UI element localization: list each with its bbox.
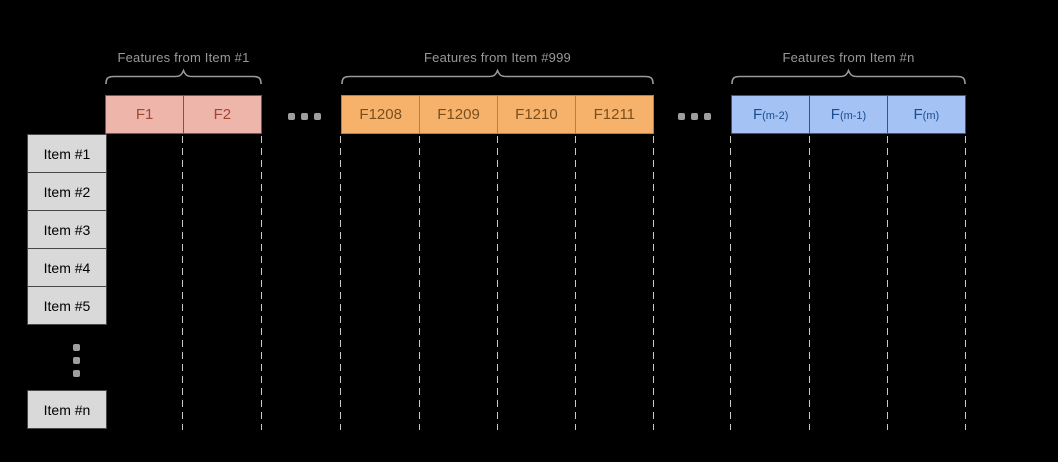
feature-cell: F1 <box>105 95 185 134</box>
feature-cells-item999: F1208 F1209 F1210 F1211 <box>341 95 654 134</box>
item-row: Item #2 <box>27 172 107 211</box>
feature-cell-label: F2 <box>213 106 232 123</box>
feature-cell-label: F <box>913 106 923 123</box>
feature-cell-label: F1211 <box>593 106 636 123</box>
curly-brace-icon <box>731 69 966 85</box>
dot <box>691 113 698 120</box>
feature-cells-item1: F1 F2 <box>105 95 262 134</box>
feature-cell-sublabel: (m-2) <box>762 109 789 122</box>
item-row-label: Item #4 <box>43 259 91 276</box>
dot <box>73 344 80 351</box>
feature-cell-label: F <box>830 106 840 123</box>
feature-cell-label: F1209 <box>437 106 480 123</box>
dot <box>73 370 80 377</box>
group-label-item1: Features from Item #1 <box>117 50 250 65</box>
dot <box>704 113 711 120</box>
dot <box>301 113 308 120</box>
feature-cell: F1211 <box>574 95 654 134</box>
dot <box>288 113 295 120</box>
grid-dashed-line <box>261 136 262 430</box>
feature-cells-itemn: F(m-2) F(m-1) F(m) <box>731 95 966 134</box>
ellipsis-horizontal-icon <box>678 113 711 120</box>
grid-dashed-line <box>340 136 341 430</box>
dot <box>73 357 80 364</box>
curly-brace-icon <box>341 69 654 85</box>
item-row-label: Item #3 <box>43 221 91 238</box>
feature-cell-sublabel: (m) <box>922 109 940 122</box>
group-label-item999: Features from Item #999 <box>424 50 571 65</box>
feature-cell: F2 <box>182 95 262 134</box>
feature-cell-label: F1 <box>135 106 154 123</box>
feature-cell: F(m-2) <box>731 95 811 134</box>
item-row: Item #3 <box>27 210 107 249</box>
ellipsis-horizontal-icon <box>288 113 321 120</box>
feature-cell: F1209 <box>418 95 499 134</box>
grid-dashed-line <box>497 136 498 430</box>
feature-cell-sublabel: (m-1) <box>839 109 867 122</box>
feature-cell-label: F1208 <box>359 106 402 123</box>
feature-cell: F(m) <box>886 95 966 134</box>
grid-dashed-line <box>575 136 576 430</box>
grid-dashed-line <box>809 136 810 430</box>
feature-cell-label: F1210 <box>515 106 558 123</box>
group-label-itemn: Features from Item #n <box>782 50 915 65</box>
item-row: Item #5 <box>27 286 107 325</box>
grid-dashed-line <box>887 136 888 430</box>
item-row-n: Item #n <box>27 390 107 429</box>
feature-cell: F1208 <box>341 95 421 134</box>
feature-cell: F(m-1) <box>808 95 889 134</box>
feature-cell: F1210 <box>496 95 577 134</box>
item-row-label: Item #n <box>43 401 91 418</box>
item-row-labels: Item #1 Item #2 Item #3 Item #4 Item #5 <box>27 134 107 325</box>
item-row: Item #4 <box>27 248 107 287</box>
curly-brace-icon <box>105 69 262 85</box>
item-row-label: Item #5 <box>43 297 91 314</box>
item-row-label: Item #2 <box>43 183 91 200</box>
grid-dashed-line <box>182 136 183 430</box>
feature-cell-label: F <box>752 106 763 123</box>
item-row-label: Item #1 <box>43 145 91 162</box>
grid-dashed-line <box>419 136 420 430</box>
grid-dashed-line <box>653 136 654 430</box>
item-row: Item #1 <box>27 134 107 173</box>
grid-dashed-line <box>730 136 731 430</box>
dot <box>678 113 685 120</box>
ellipsis-vertical-icon <box>73 344 80 377</box>
dot <box>314 113 321 120</box>
grid-dashed-line <box>965 136 966 430</box>
